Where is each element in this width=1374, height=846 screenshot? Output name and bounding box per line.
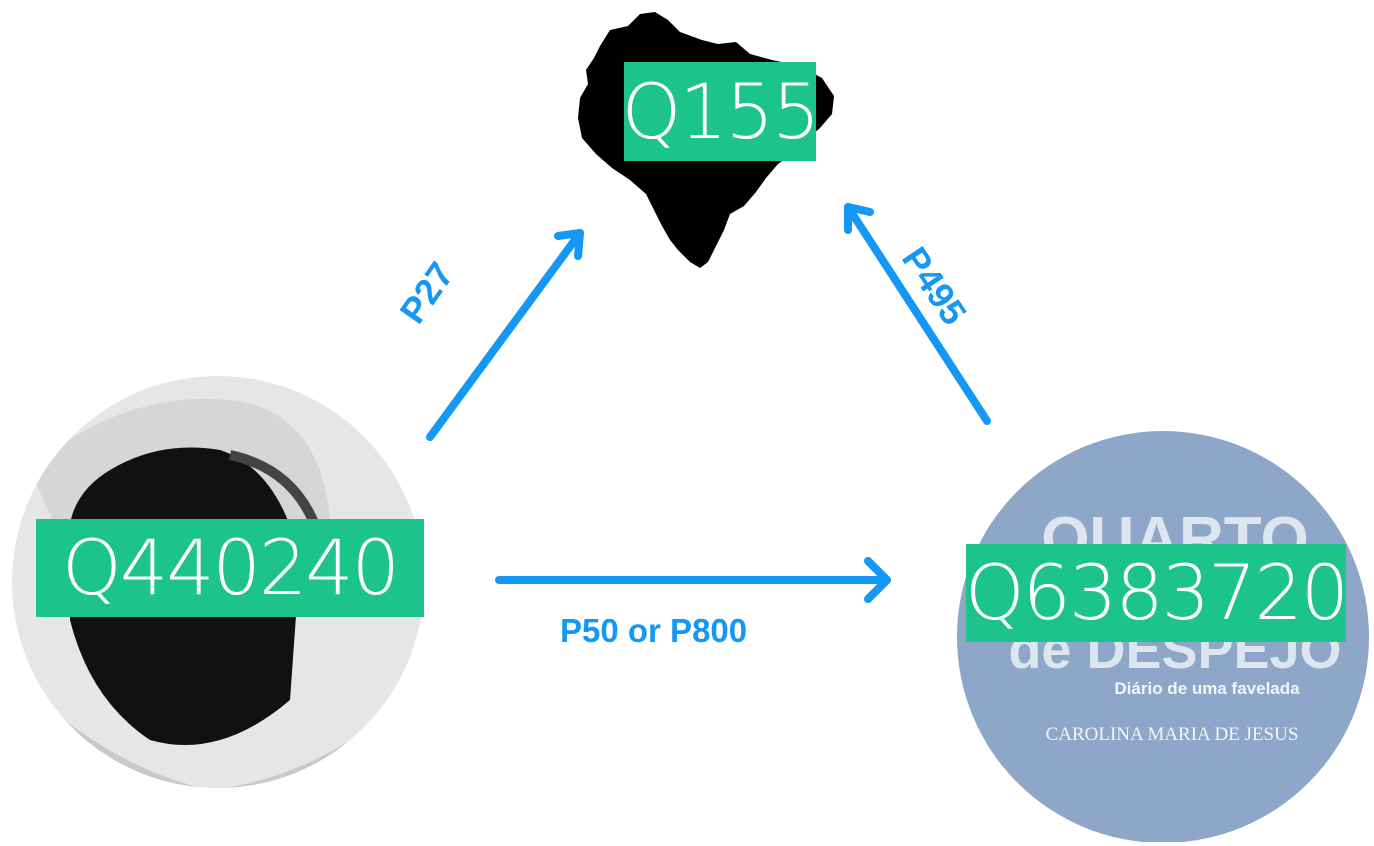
edge-label-p50-p800: P50 or P800 xyxy=(560,612,748,649)
edge-arrow-p50-p800 xyxy=(495,557,891,603)
edge-arrow-p495 xyxy=(844,203,991,425)
cover-author: CAROLINA MARIA DE JESUS xyxy=(1046,724,1299,745)
node-label-country: Q155 xyxy=(622,62,820,161)
cover-subtitle: Diário de uma favelada xyxy=(1114,679,1300,698)
node-label-person: Q440240 xyxy=(36,519,424,617)
edge-arrow-p27 xyxy=(426,229,584,441)
node-label-work: Q6383720 xyxy=(965,544,1349,642)
